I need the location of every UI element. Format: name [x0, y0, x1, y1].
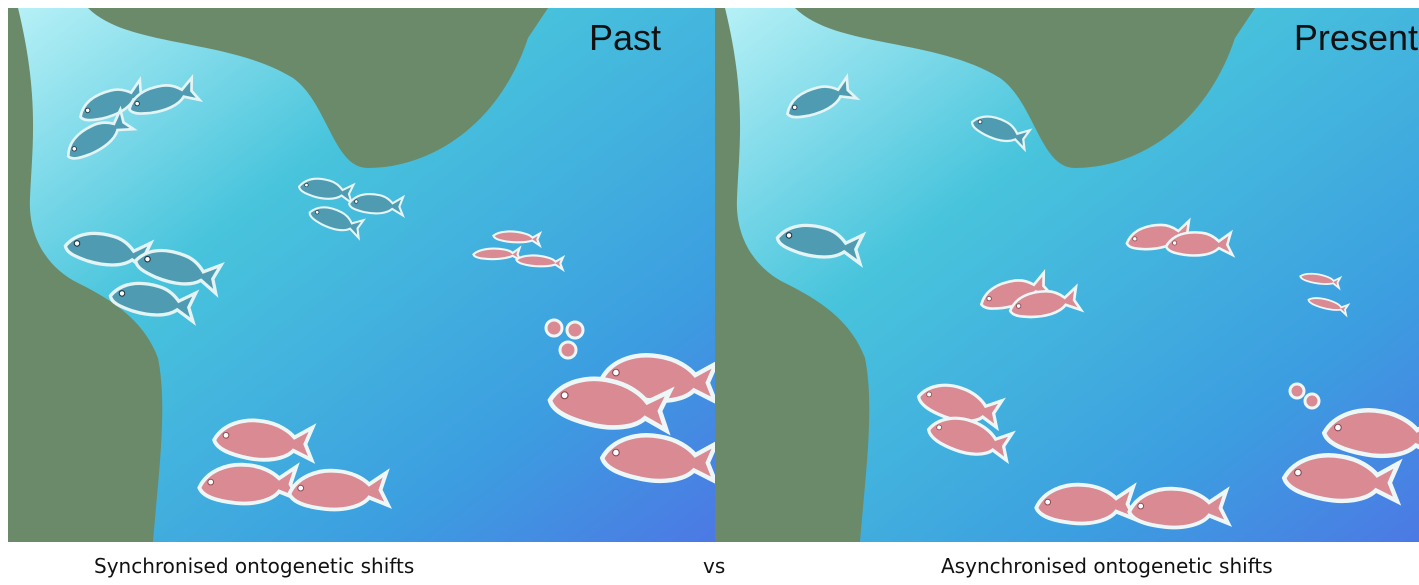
vs-caption: vs — [703, 556, 725, 576]
present-panel: Present — [715, 8, 1419, 542]
right-caption: Asynchronised ontogenetic shifts — [941, 556, 1273, 576]
present-label: Present — [1294, 20, 1418, 56]
present-scene — [715, 8, 1419, 542]
past-panel: Past — [8, 8, 719, 542]
past-label: Past — [589, 20, 661, 56]
left-caption: Synchronised ontogenetic shifts — [94, 556, 414, 576]
past-scene — [8, 8, 719, 542]
